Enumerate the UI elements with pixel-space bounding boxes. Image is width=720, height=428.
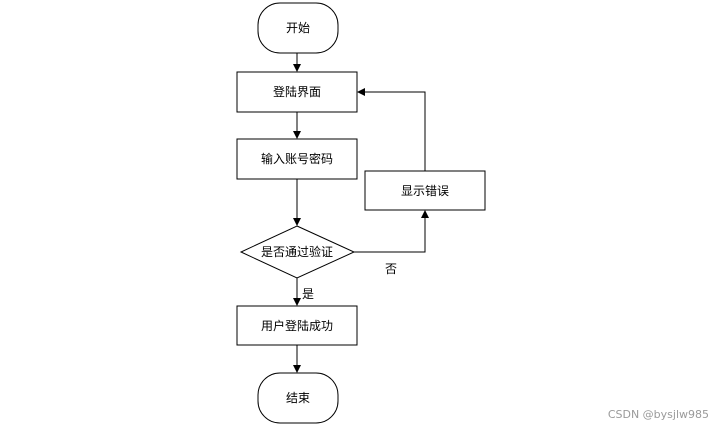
edge-no-label: 否	[385, 262, 397, 276]
edge-input-to-decision	[293, 179, 301, 226]
start-terminal: 开始	[257, 2, 339, 54]
edge-start-to-login	[293, 53, 301, 72]
end-terminal: 结束	[257, 372, 339, 424]
input-credentials-box: 输入账号密码	[236, 138, 358, 180]
edge-decision-yes	[293, 278, 301, 306]
verify-decision-label: 是否通过验证	[261, 244, 333, 259]
end-label: 结束	[286, 391, 310, 405]
edge-login-to-input	[293, 112, 301, 139]
start-label: 开始	[286, 21, 310, 35]
edge-success-to-end	[293, 345, 301, 373]
edge-yes-label: 是	[302, 287, 314, 301]
edge-decision-no	[354, 210, 429, 253]
login-page-label: 登陆界面	[273, 84, 321, 99]
edge-error-to-login	[357, 88, 426, 171]
input-credentials-label: 输入账号密码	[261, 151, 333, 166]
login-page-box: 登陆界面	[236, 71, 358, 113]
watermark-text: CSDN @bysjlw985	[608, 408, 709, 421]
show-error-label: 显示错误	[401, 184, 449, 198]
login-success-box: 用户登陆成功	[236, 305, 358, 346]
show-error-box: 显示错误	[364, 170, 486, 211]
login-success-label: 用户登陆成功	[261, 318, 333, 333]
verify-decision-diamond: 是否通过验证	[239, 225, 356, 279]
